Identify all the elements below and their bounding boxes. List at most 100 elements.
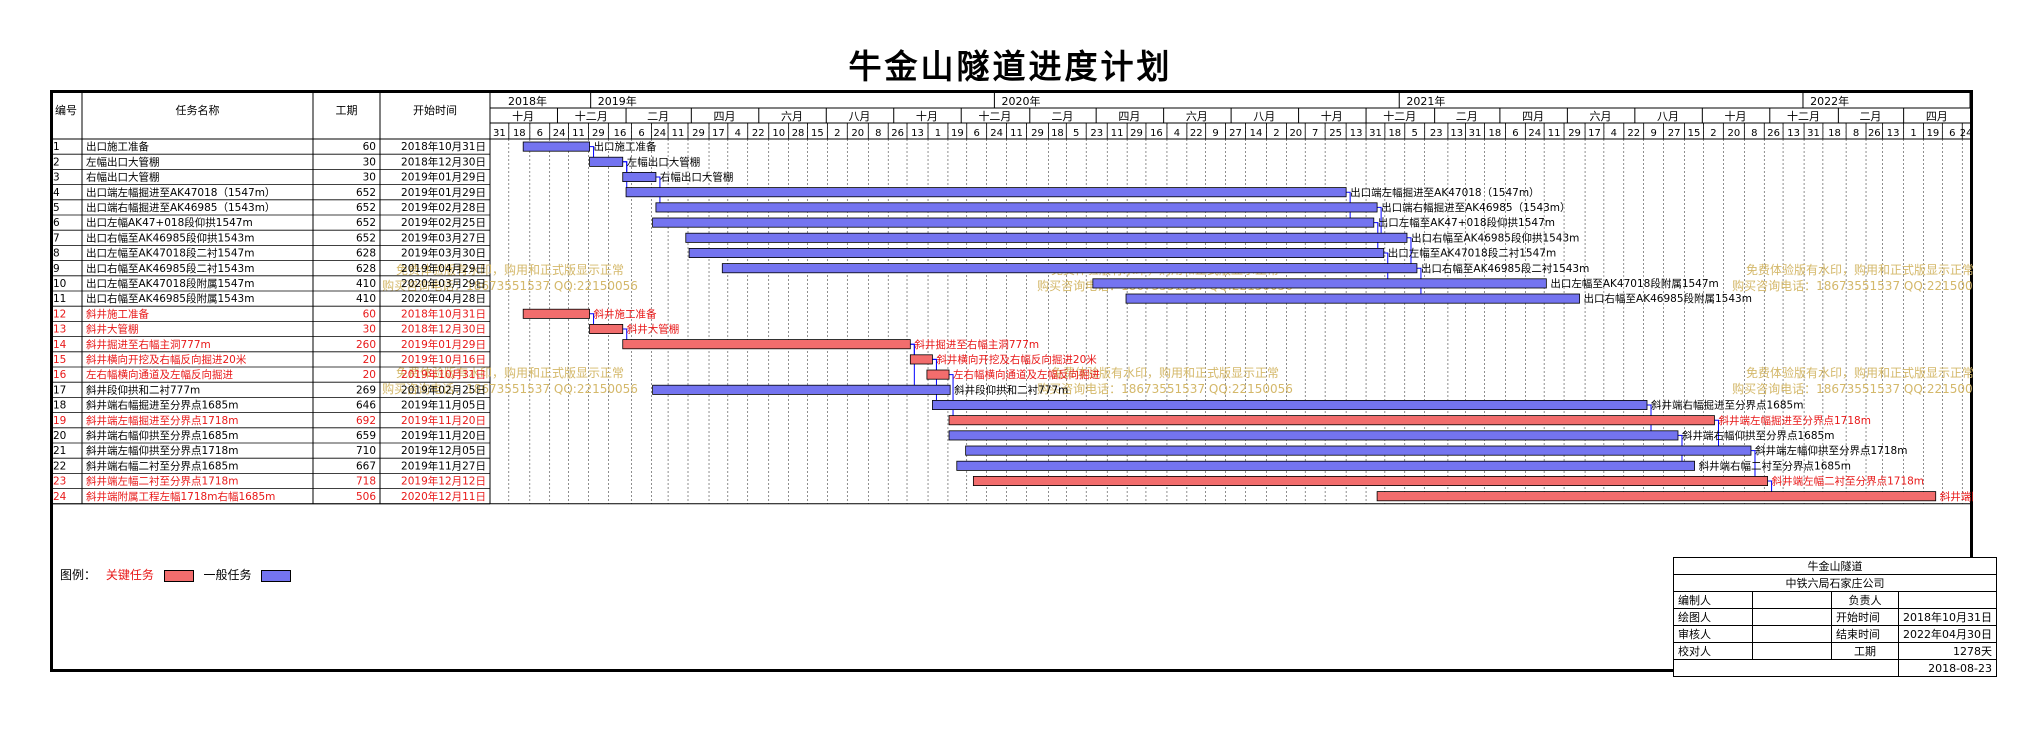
- week-label: 1: [935, 128, 941, 139]
- task-bar-label: 出口左幅至AK47018段二衬1547m: [1388, 247, 1556, 260]
- legend: 图例： 关键任务 一般任务: [60, 566, 297, 583]
- task-start: 2020年04月28日: [401, 292, 486, 305]
- task-bar: [522, 308, 590, 319]
- month-label: 十月: [512, 109, 534, 123]
- week-label: 24: [653, 128, 666, 139]
- info-start-value: 2018年10月31日: [1897, 608, 1998, 626]
- task-bar: [625, 187, 1347, 198]
- task-bar: [652, 384, 951, 395]
- week-label: 11: [672, 128, 685, 139]
- info-project: 牛金山隧道: [1672, 557, 1998, 575]
- week-label: 26: [1767, 128, 1780, 139]
- week-label: 29: [592, 128, 605, 139]
- task-duration: 269: [356, 384, 376, 396]
- task-bar-label: 斜井施工准备: [594, 307, 657, 320]
- task-bar: [1376, 491, 1937, 502]
- task-name: 出口右幅至AK46985段仰拱1543m: [86, 231, 254, 244]
- week-label: 26: [891, 128, 904, 139]
- task-name: 斜井端左幅仰拱至分界点1718m: [86, 444, 238, 457]
- info-checker-label: 校对人: [1673, 642, 1753, 660]
- week-label: 4: [1174, 128, 1180, 139]
- week-label: 15: [1688, 128, 1701, 139]
- week-label: 31: [1807, 128, 1820, 139]
- week-label: 19: [951, 128, 964, 139]
- week-label: 13: [1350, 128, 1363, 139]
- task-name: 斜井段仰拱和二衬777m: [86, 383, 200, 396]
- task-bar-label: 斜井端左幅二衬至分界点1718m: [1772, 475, 1924, 488]
- task-id: 19: [53, 415, 66, 427]
- week-label: 17: [1588, 128, 1601, 139]
- task-name: 出口右幅至AK46985段附属1543m: [86, 292, 254, 305]
- week-label: 13: [1787, 128, 1800, 139]
- week-label: 13: [911, 128, 924, 139]
- info-date: 2018-08-23: [1897, 659, 1998, 677]
- task-start: 2019年12月12日: [401, 475, 486, 488]
- week-label: 9: [1212, 128, 1218, 139]
- task-start: 2019年11月20日: [401, 414, 486, 427]
- week-label: 31: [493, 128, 506, 139]
- task-duration: 60: [363, 308, 376, 320]
- task-bar-label: 出口端右幅掘进至AK46985（1543m）: [1381, 201, 1570, 214]
- week-label: 4: [1611, 128, 1617, 139]
- task-bar-label: 斜井端左幅掘进至分界点1718m: [1718, 414, 1870, 427]
- month-label: 十二月: [575, 109, 608, 123]
- week-label: 14: [1250, 128, 1263, 139]
- task-id: 18: [53, 400, 66, 412]
- task-id: 3: [53, 172, 60, 184]
- task-bar: [909, 354, 933, 365]
- week-label: 18: [1051, 128, 1064, 139]
- task-start: 2020年03月29日: [401, 277, 486, 290]
- month-label: 四月: [713, 110, 735, 123]
- task-duration: 20: [363, 354, 376, 366]
- week-label: 17: [712, 128, 725, 139]
- watermark-text: 购买咨询电话：18673551537 QQ:22150056: [1732, 381, 1973, 396]
- task-id: 7: [53, 232, 60, 244]
- dependency-link: [652, 343, 915, 391]
- task-id: 13: [53, 324, 66, 336]
- month-label: 四月: [1522, 110, 1544, 123]
- header-id: 编号: [55, 103, 77, 117]
- task-duration: 652: [356, 217, 376, 229]
- task-bar-label: 斜井端右幅二衬至分界点1685m: [1699, 459, 1851, 472]
- info-end-value: 2022年04月30日: [1897, 625, 1998, 643]
- task-bar-label: 出口右幅至AK46985段仰拱1543m: [1411, 231, 1579, 244]
- task-bar: [622, 172, 657, 183]
- task-start: 2020年12月11日: [401, 490, 486, 503]
- task-bar: [972, 475, 1768, 486]
- week-label: 6: [1512, 128, 1518, 139]
- task-duration: 260: [356, 339, 376, 351]
- week-label: 29: [1568, 128, 1581, 139]
- week-label: 20: [1289, 128, 1302, 139]
- month-label: 二月: [1456, 110, 1478, 123]
- week-label: 11: [1010, 128, 1023, 139]
- week-label: 18: [513, 128, 526, 139]
- task-name: 右幅出口大管棚: [86, 171, 160, 184]
- task-start: 2019年01月29日: [401, 338, 486, 351]
- week-label: 27: [1229, 128, 1242, 139]
- task-bar: [685, 232, 1408, 243]
- task-bar: [956, 460, 1695, 471]
- month-label: 四月: [1118, 110, 1140, 123]
- week-label: 24: [1528, 128, 1541, 139]
- task-bar: [589, 156, 624, 167]
- watermark-text: 免费体验版有水印，购用和正式版显示正常: [396, 365, 624, 380]
- month-label: 六月: [1186, 110, 1208, 123]
- watermark-text: 购买咨询电话：18673551537 QQ:22150056: [1732, 278, 1973, 293]
- week-label: 18: [1828, 128, 1841, 139]
- task-bar-label: 斜井横向开挖及右幅反向掘进20米: [936, 353, 1097, 366]
- task-bar-label: 斜井端附属工程左幅1718m右幅1685m: [1940, 490, 1973, 503]
- header-name: 任务名称: [176, 103, 220, 117]
- week-label: 29: [1130, 128, 1143, 139]
- week-label: 2: [1710, 128, 1716, 139]
- week-label: 6: [638, 128, 644, 139]
- task-id: 12: [53, 308, 66, 320]
- week-label: 24: [1960, 128, 1973, 139]
- month-label: 十月: [1725, 109, 1747, 123]
- task-bar: [655, 202, 1378, 213]
- task-start: 2018年10月31日: [401, 307, 486, 320]
- task-start: 2019年02月25日: [401, 383, 486, 396]
- task-bar-label: 左右幅横向通道及左幅反向掘进: [953, 368, 1100, 381]
- task-start: 2018年12月30日: [401, 323, 486, 336]
- task-id: 1: [53, 141, 60, 153]
- legend-normal-label: 一般任务: [203, 568, 252, 582]
